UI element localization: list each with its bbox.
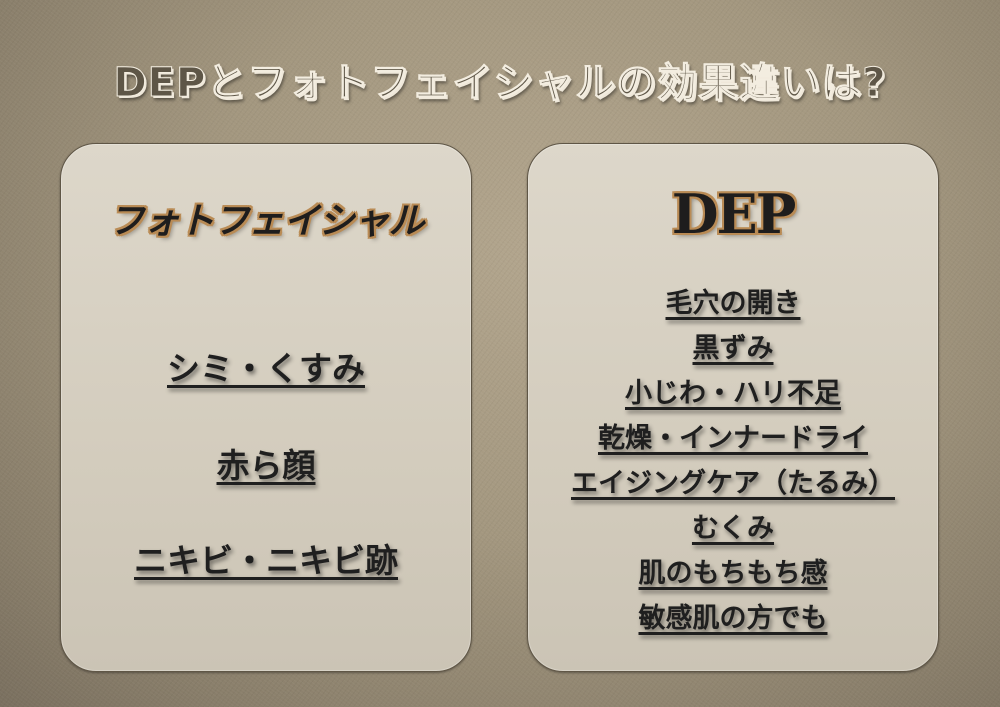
dep-effect-item: 黒ずみ <box>692 333 774 364</box>
photofacial-effect-item: ニキビ・ニキビ跡 <box>134 541 398 580</box>
photofacial-panel: フォトフェイシャル シミ・くすみ 赤ら顔 ニキビ・ニキビ跡 <box>60 143 472 672</box>
dep-heading: DEP <box>671 182 797 246</box>
dep-effect-item: 小じわ・ハリ不足 <box>625 378 841 409</box>
photofacial-heading: フォトフェイシャル <box>108 201 424 242</box>
photofacial-effect-item: 赤ら顔 <box>216 446 316 485</box>
dep-panel: DEP 毛穴の開き 黒ずみ 小じわ・ハリ不足 乾燥・インナードライ エイジングケ… <box>527 143 939 672</box>
photofacial-effect-item: シミ・くすみ <box>167 349 365 388</box>
dep-effect-item: 敏感肌の方でも <box>638 603 828 634</box>
dep-effect-item: むくみ <box>691 513 775 544</box>
dep-effect-item: 肌のもちもち感 <box>638 558 828 589</box>
page-title: DEPとフォトフェイシャルの効果違いは? <box>113 60 887 107</box>
dep-effect-item: 毛穴の開き <box>665 288 801 319</box>
dep-effect-item: エイジングケア（たるみ） <box>571 468 895 499</box>
dep-effect-item: 乾燥・インナードライ <box>598 423 868 454</box>
